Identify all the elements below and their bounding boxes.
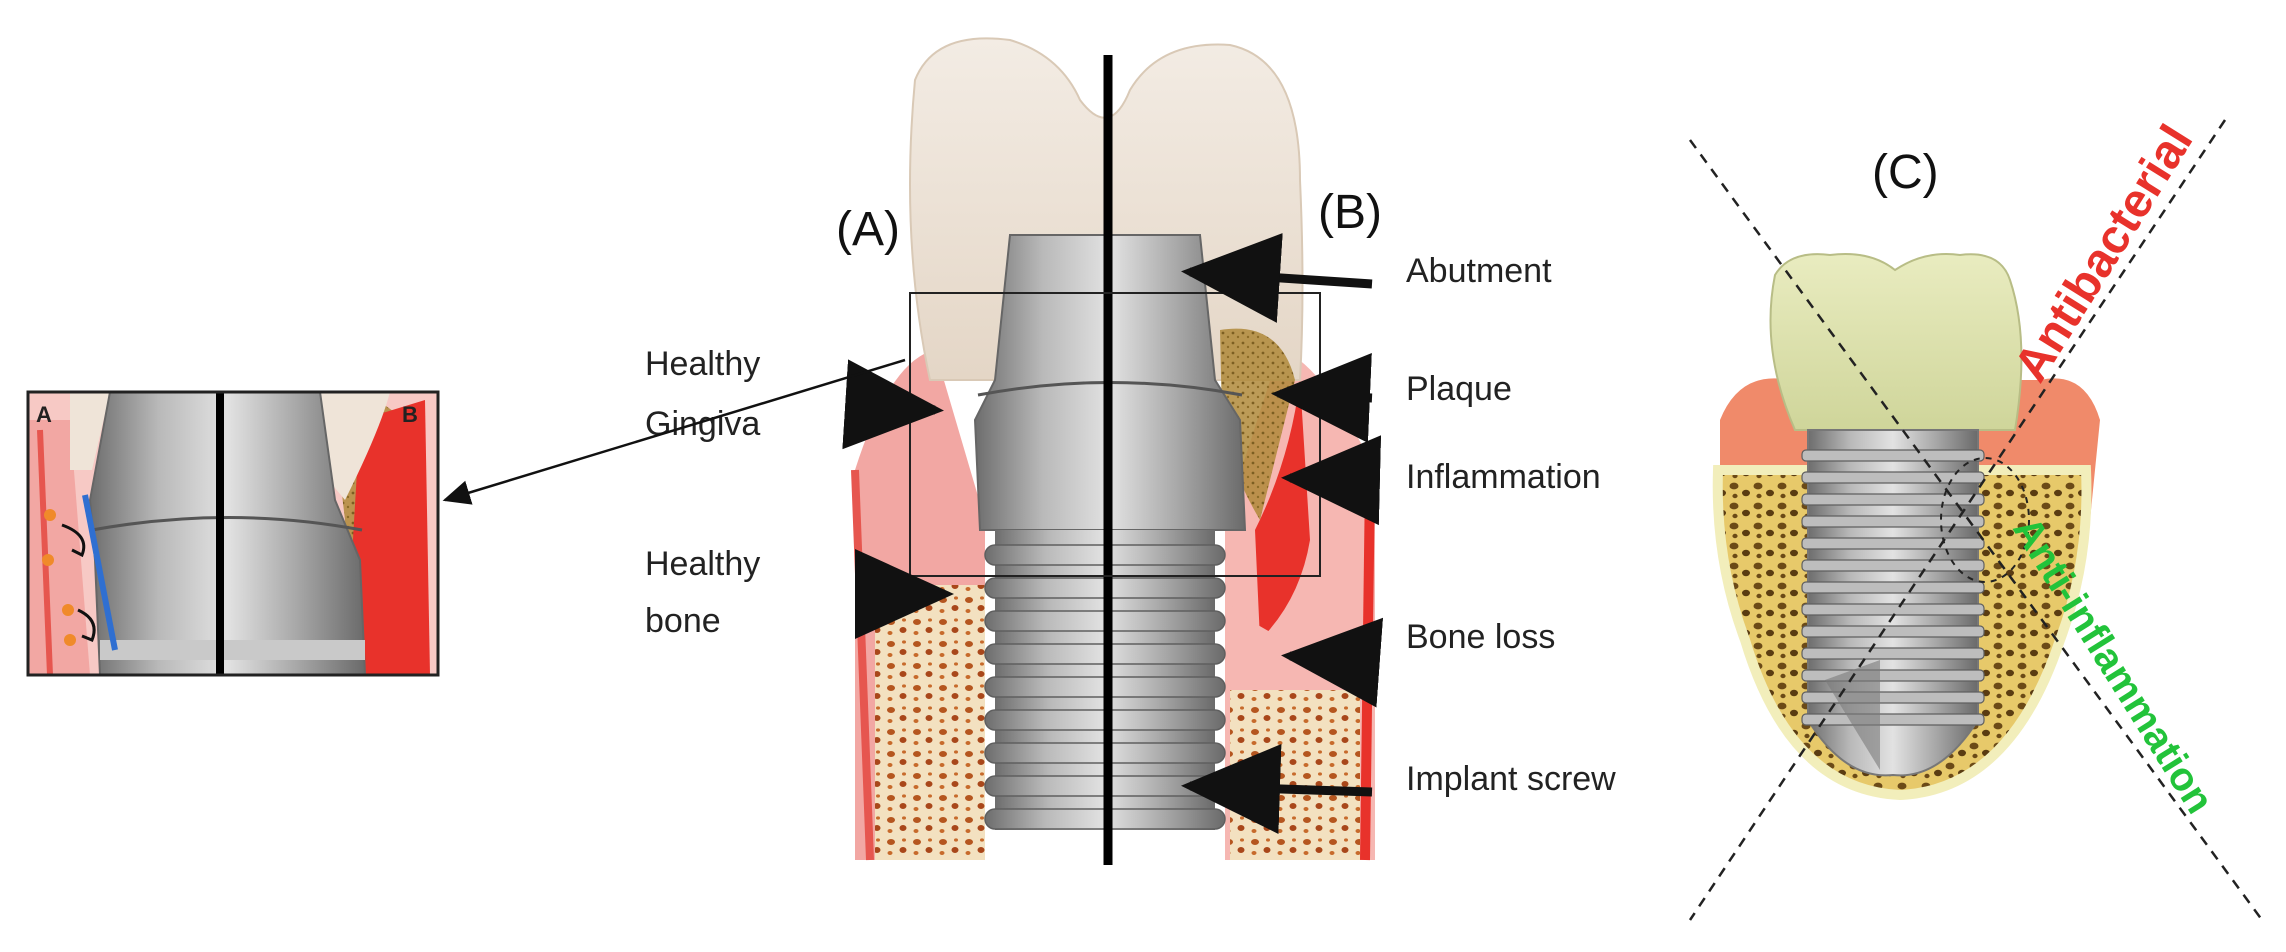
label-inflammation: Inflammation (1406, 458, 1601, 496)
panel-label-b: (B) (1318, 186, 1382, 239)
label-abutment: Abutment (1406, 252, 1552, 290)
panel-c-figure: (C) Antibacterial Anti-inflammation (1688, 116, 2264, 921)
arrow-inflammation (1281, 435, 1382, 526)
label-antibacterial: Antibacterial (2004, 116, 2203, 391)
label-bone-loss: Bone loss (1406, 618, 1555, 656)
panel-label-c: (C) (1872, 146, 1939, 199)
inset-border (26, 390, 440, 677)
screw-thread (1801, 449, 1985, 462)
arrow-implant-screw (1181, 743, 1373, 834)
zoom-connector-arrow (442, 358, 906, 505)
screw-thread (1801, 713, 1985, 726)
screw-thread (1801, 647, 1985, 660)
arrow-abutment (1181, 233, 1373, 323)
label-healthy-gingiva-1: Healthy (645, 345, 760, 383)
label-plaque: Plaque (1406, 370, 1512, 408)
arrow-healthy-gingiva (842, 359, 944, 450)
screw-thread (1801, 691, 1985, 704)
panel-label-a: (A) (836, 203, 900, 256)
screw-thread (1801, 493, 1985, 506)
screw-thread (1801, 625, 1985, 638)
panel-c-dashed-circle (1940, 457, 2030, 583)
inset-letter-a: A (36, 402, 52, 427)
arrow-plaque (1271, 352, 1373, 443)
inset-letter-b: B (402, 402, 418, 427)
panel-c-crown (1769, 253, 2023, 431)
zoom-inset: A B (26, 390, 440, 677)
label-healthy-bone-1: Healthy (645, 545, 760, 583)
panel-c-screw (1801, 429, 1985, 777)
label-implant-screw: Implant screw (1406, 760, 1616, 798)
screw-thread (1801, 537, 1985, 550)
label-healthy-gingiva-2: Gingiva (645, 405, 760, 443)
screw-thread (1801, 515, 1985, 528)
arrow-bone-loss (1281, 617, 1384, 708)
screw-thread (1801, 581, 1985, 594)
label-healthy-bone-2: bone (645, 602, 721, 640)
screw-thread (1801, 603, 1985, 616)
pointer-arrows (442, 233, 1384, 834)
screw-thread (1801, 559, 1985, 572)
main-implant-figure (851, 37, 1375, 865)
